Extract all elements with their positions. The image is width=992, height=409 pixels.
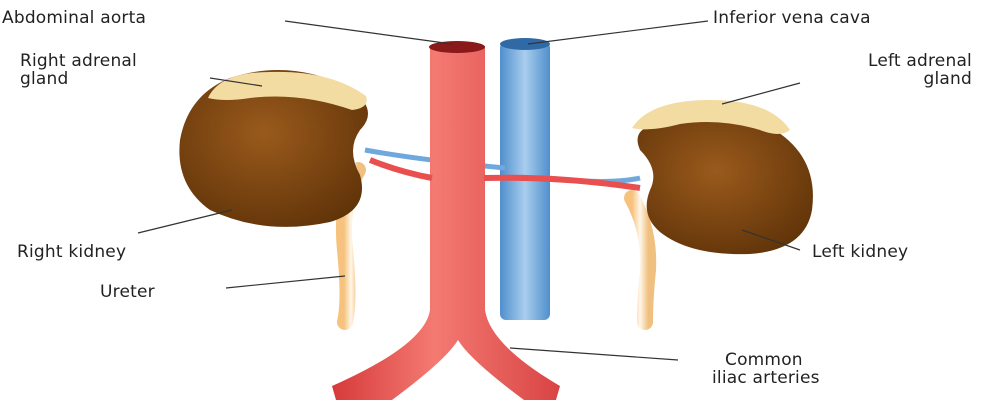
label-common-iliac-line1: Common <box>725 351 803 369</box>
leader-ureter <box>226 276 345 288</box>
label-common-iliac-line2: iliac arteries <box>712 369 820 387</box>
leader-right-kidney <box>138 210 232 233</box>
ureters <box>344 170 648 322</box>
leader-left-adrenal <box>722 83 800 104</box>
label-ureter: Ureter <box>100 283 155 301</box>
label-left-kidney: Left kidney <box>812 243 908 261</box>
leader-inferior-vena-cava <box>528 21 708 44</box>
label-inferior-vena-cava: Inferior vena cava <box>713 9 871 27</box>
left-kidney <box>638 116 813 254</box>
label-right-adrenal-gland-line1: Right adrenal <box>20 52 137 70</box>
label-abdominal-aorta: Abdominal aorta <box>2 9 146 27</box>
label-left-adrenal-gland-line2: gland <box>924 70 973 88</box>
leader-abdominal-aorta <box>285 21 452 44</box>
label-right-kidney: Right kidney <box>17 243 126 261</box>
leader-common-iliac <box>510 348 678 360</box>
label-right-adrenal-gland-line2: gland <box>20 70 69 88</box>
label-left-adrenal-gland-line1: Left adrenal <box>868 52 972 70</box>
